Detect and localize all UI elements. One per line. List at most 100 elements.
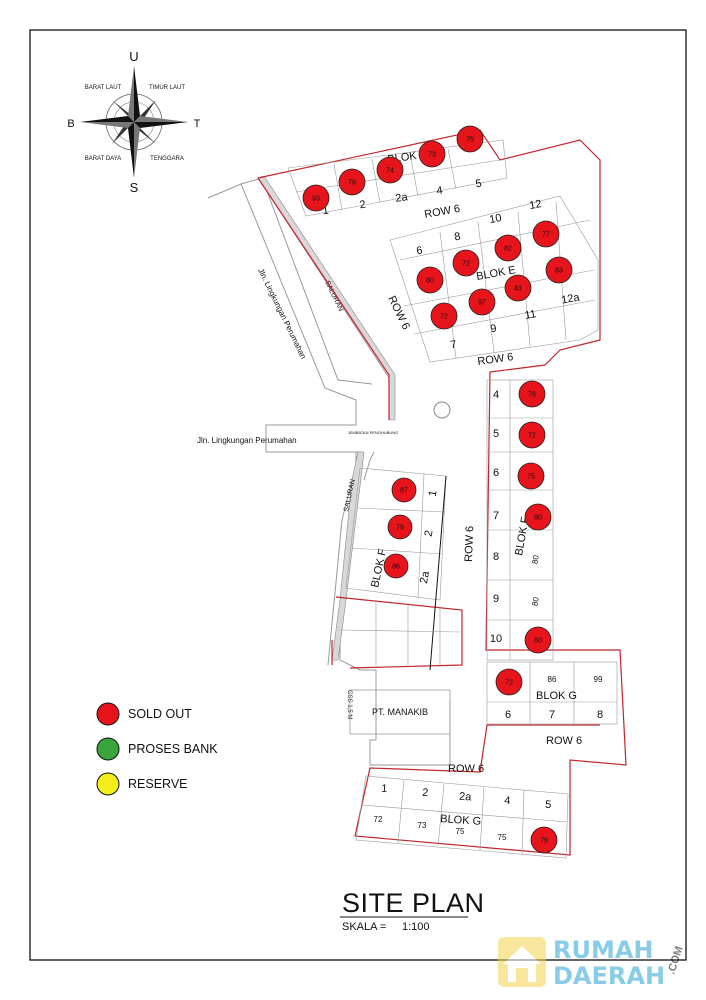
- lot-f-left-0: 1: [427, 489, 440, 497]
- blok-f-right-grid: [486, 379, 554, 661]
- sold-marker-e-top-0-number: 93: [312, 196, 320, 203]
- sold-marker-e-mid-4: [430, 302, 458, 330]
- sold-marker-e-mid-5-number: 97: [478, 300, 486, 307]
- compass-se-label: TENGGARA: [150, 156, 184, 162]
- sold-marker-e-mid-3-number: 77: [542, 232, 550, 239]
- compass-north-label: U: [129, 49, 138, 64]
- lot-f-right-4: 8: [493, 551, 499, 563]
- compass-rose-icon: [80, 66, 188, 178]
- lot-e-top-4: 5: [475, 178, 483, 191]
- legend-bank-label: PROSES BANK: [128, 742, 218, 756]
- compass-south-label: S: [130, 180, 139, 195]
- lot-e-top-2: 2a: [395, 191, 410, 205]
- sold-marker-f-right-4-number: 80: [534, 638, 542, 645]
- sold-marker-e-mid-1: [452, 249, 480, 277]
- lot-g-bottom-top-2: 2a: [459, 791, 473, 804]
- lot-g-right-top-1: 99: [594, 675, 603, 684]
- sold-marker-e-mid-5: [468, 288, 496, 316]
- sold-marker-e-mid-2: [494, 234, 522, 262]
- lot-e-mid-top-3: 12: [528, 198, 542, 212]
- blok-g-right-grid: [486, 661, 618, 725]
- lot-e-mid-bottom-0: 7: [449, 339, 457, 352]
- row-label-4: ROW 6: [463, 526, 476, 562]
- sold-marker-g-right-number: 72: [505, 680, 513, 687]
- sold-marker-f-right-1-number: 72: [528, 433, 536, 440]
- compass-east-label: T: [194, 118, 201, 130]
- lot-g-bottom-top-4: 5: [545, 799, 552, 811]
- row-label-2: ROW 6: [385, 294, 412, 332]
- watermark-line1: RUMAH: [553, 936, 654, 964]
- sold-marker-f-right-1: [518, 421, 546, 449]
- row-label-6: ROW 6: [448, 763, 484, 775]
- sold-marker-e-mid-3: [532, 220, 560, 248]
- sold-marker-e-mid-4-number: 72: [440, 314, 448, 321]
- sold-marker-e-top-3: [418, 140, 446, 168]
- lot-e-mid-top-2: 10: [488, 212, 502, 226]
- blok-g-bottom-label: BLOK G: [440, 813, 482, 828]
- lot-g-bottom-top-0: 1: [381, 783, 388, 795]
- lot-g-right-bottom-2: 8: [597, 709, 603, 721]
- sold-marker-e-top-2: [376, 156, 404, 184]
- sold-marker-g-right: [495, 668, 523, 696]
- legend-sold-label: SOLD OUT: [128, 707, 192, 721]
- legend-reserve-label: RESERVE: [128, 777, 188, 791]
- saluran-channel-lower: [331, 451, 365, 661]
- sold-marker-f-left-2-number: 86: [392, 564, 400, 571]
- legend-bank-swatch: [96, 737, 120, 761]
- lot-g-bottom-inner-2: 75: [456, 827, 465, 836]
- sold-marker-e-mid-0: [416, 266, 444, 294]
- lot-f-right-3: 7: [493, 510, 499, 522]
- lot-f-right-6: 10: [490, 633, 502, 645]
- lot-g-right-top-0: 86: [548, 675, 557, 684]
- sold-marker-e-mid-1-number: 72: [462, 261, 470, 268]
- scale-value: 1:100: [402, 921, 430, 933]
- sold-marker-f-right-0-number: 78: [528, 392, 536, 399]
- compass-sw-label: BARAT DAYA: [85, 156, 122, 162]
- sold-marker-e-top-3-number: 73: [428, 152, 436, 159]
- sold-marker-f-left-1-number: 79: [396, 525, 404, 532]
- sold-marker-e-mid-6: [504, 274, 532, 302]
- sheet-frame: [29, 29, 687, 961]
- legend: SOLD OUT PROSES BANK RESERVE: [96, 702, 218, 796]
- lot-g-bottom-inner-3: 75: [498, 833, 507, 842]
- legend-sold-swatch: [96, 702, 120, 726]
- sold-marker-e-mid-extra-number: 83: [555, 268, 563, 275]
- compass-west-label: B: [67, 118, 74, 130]
- lot-f-right-5: 9: [493, 593, 499, 605]
- lot-g-bottom-top-1: 2: [422, 787, 429, 799]
- blok-g-bottom-grid: [355, 775, 569, 859]
- lot-e-top-3: 4: [436, 185, 444, 198]
- sold-marker-f-right-2-number: 75: [527, 474, 535, 481]
- sold-marker-e-mid-6-number: 83: [514, 286, 522, 293]
- sold-marker-e-mid-0-number: 80: [426, 278, 434, 285]
- lower-left-grid: [339, 600, 461, 665]
- sold-marker-f-right-3-number: 80: [534, 515, 542, 522]
- row-label-5: ROW 6: [546, 735, 582, 747]
- lot-g-bottom-inner-1: 73: [418, 821, 427, 830]
- compass-ne-label: TIMUR LAUT: [149, 85, 185, 91]
- house-icon: [503, 946, 541, 982]
- bridge-label: JEMBATAN PENGHUBUNG: [348, 430, 399, 435]
- lot-e-top-0: 1: [322, 205, 330, 218]
- watermark-logo: RUMAH DAERAH .COM: [498, 936, 686, 990]
- sold-marker-f-right-4: [524, 626, 552, 654]
- lot-g-bottom-top-3: 4: [504, 795, 511, 807]
- pt-manakib-label: PT. MANAKIB: [372, 707, 428, 717]
- lot-f-right-inner-1: 80: [530, 596, 541, 607]
- lot-e-mid-top-1: 8: [453, 231, 461, 244]
- road-label-horizontal: Jln. Lingkungan Perumahan: [197, 436, 297, 445]
- sold-marker-e-top-4: [456, 125, 484, 153]
- sold-marker-e-top-1: [338, 168, 366, 196]
- sold-marker-e-mid-extra: [545, 256, 573, 284]
- sold-marker-f-left-1: [387, 514, 413, 540]
- sold-marker-e-top-1-number: 79: [348, 180, 356, 187]
- lot-f-right-2: 6: [493, 467, 499, 479]
- lot-f-right-1: 5: [493, 428, 499, 440]
- property-boundary: [257, 129, 627, 856]
- row-label-3: ROW 6: [477, 351, 514, 368]
- blok-g-right-label: BLOK G: [536, 690, 577, 702]
- site-plan-title: SITE PLAN: [342, 888, 485, 918]
- sold-marker-e-top-4-number: 75: [466, 137, 474, 144]
